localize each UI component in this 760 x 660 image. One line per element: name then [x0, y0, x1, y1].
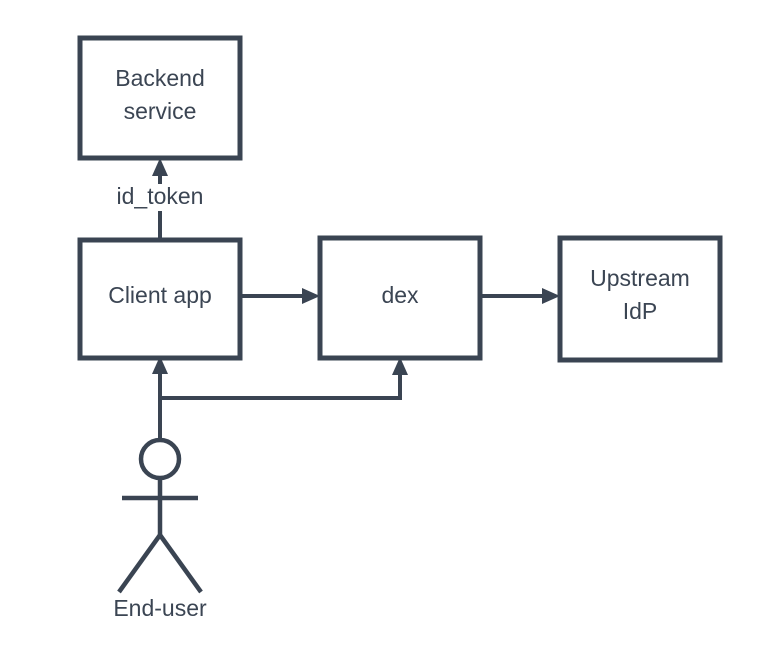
actor-leg-left-icon [117, 533, 162, 594]
node-upstream-idp-label-line1: Upstream [590, 265, 690, 291]
edge-client-app-to-dex[interactable] [240, 288, 320, 304]
node-upstream-idp-box [557, 235, 723, 363]
edge-label-backdrop [104, 184, 216, 211]
edge-line [160, 371, 402, 400]
actor-leg-right-icon [158, 533, 203, 594]
edge-label-id-token: id_token [104, 183, 216, 211]
node-client-app-box [77, 237, 243, 361]
node-end-user-label: End-user [113, 595, 207, 621]
edge-label-id-token-text: id_token [117, 183, 204, 209]
node-client-app-label-line1: Client app [108, 282, 212, 308]
node-dex-label-line1: dex [381, 282, 419, 308]
edge-dex-to-upstream-idp[interactable] [480, 288, 560, 304]
edge-end-user-to-client-app[interactable] [152, 356, 168, 445]
node-dex[interactable]: dex [317, 235, 483, 361]
node-backend-service-label-line2: service [124, 98, 197, 124]
arrow-head-icon [392, 357, 408, 375]
arrow-head-icon [152, 356, 168, 374]
actor-head-icon [138, 437, 182, 481]
node-backend-service[interactable]: Backend service [77, 35, 243, 161]
edge-end-user-to-dex[interactable] [160, 357, 408, 400]
node-backend-service-box [77, 35, 243, 161]
node-upstream-idp-label-line2: IdP [623, 298, 658, 324]
arrow-head-icon [152, 158, 168, 176]
node-client-app[interactable]: Client app [77, 237, 243, 361]
node-end-user[interactable]: End-user [113, 437, 207, 621]
arrow-head-icon [302, 288, 320, 304]
node-backend-service-label-line1: Backend [115, 65, 205, 91]
arrow-head-icon [542, 288, 560, 304]
node-dex-box [317, 235, 483, 361]
node-upstream-idp[interactable]: Upstream IdP [557, 235, 723, 363]
